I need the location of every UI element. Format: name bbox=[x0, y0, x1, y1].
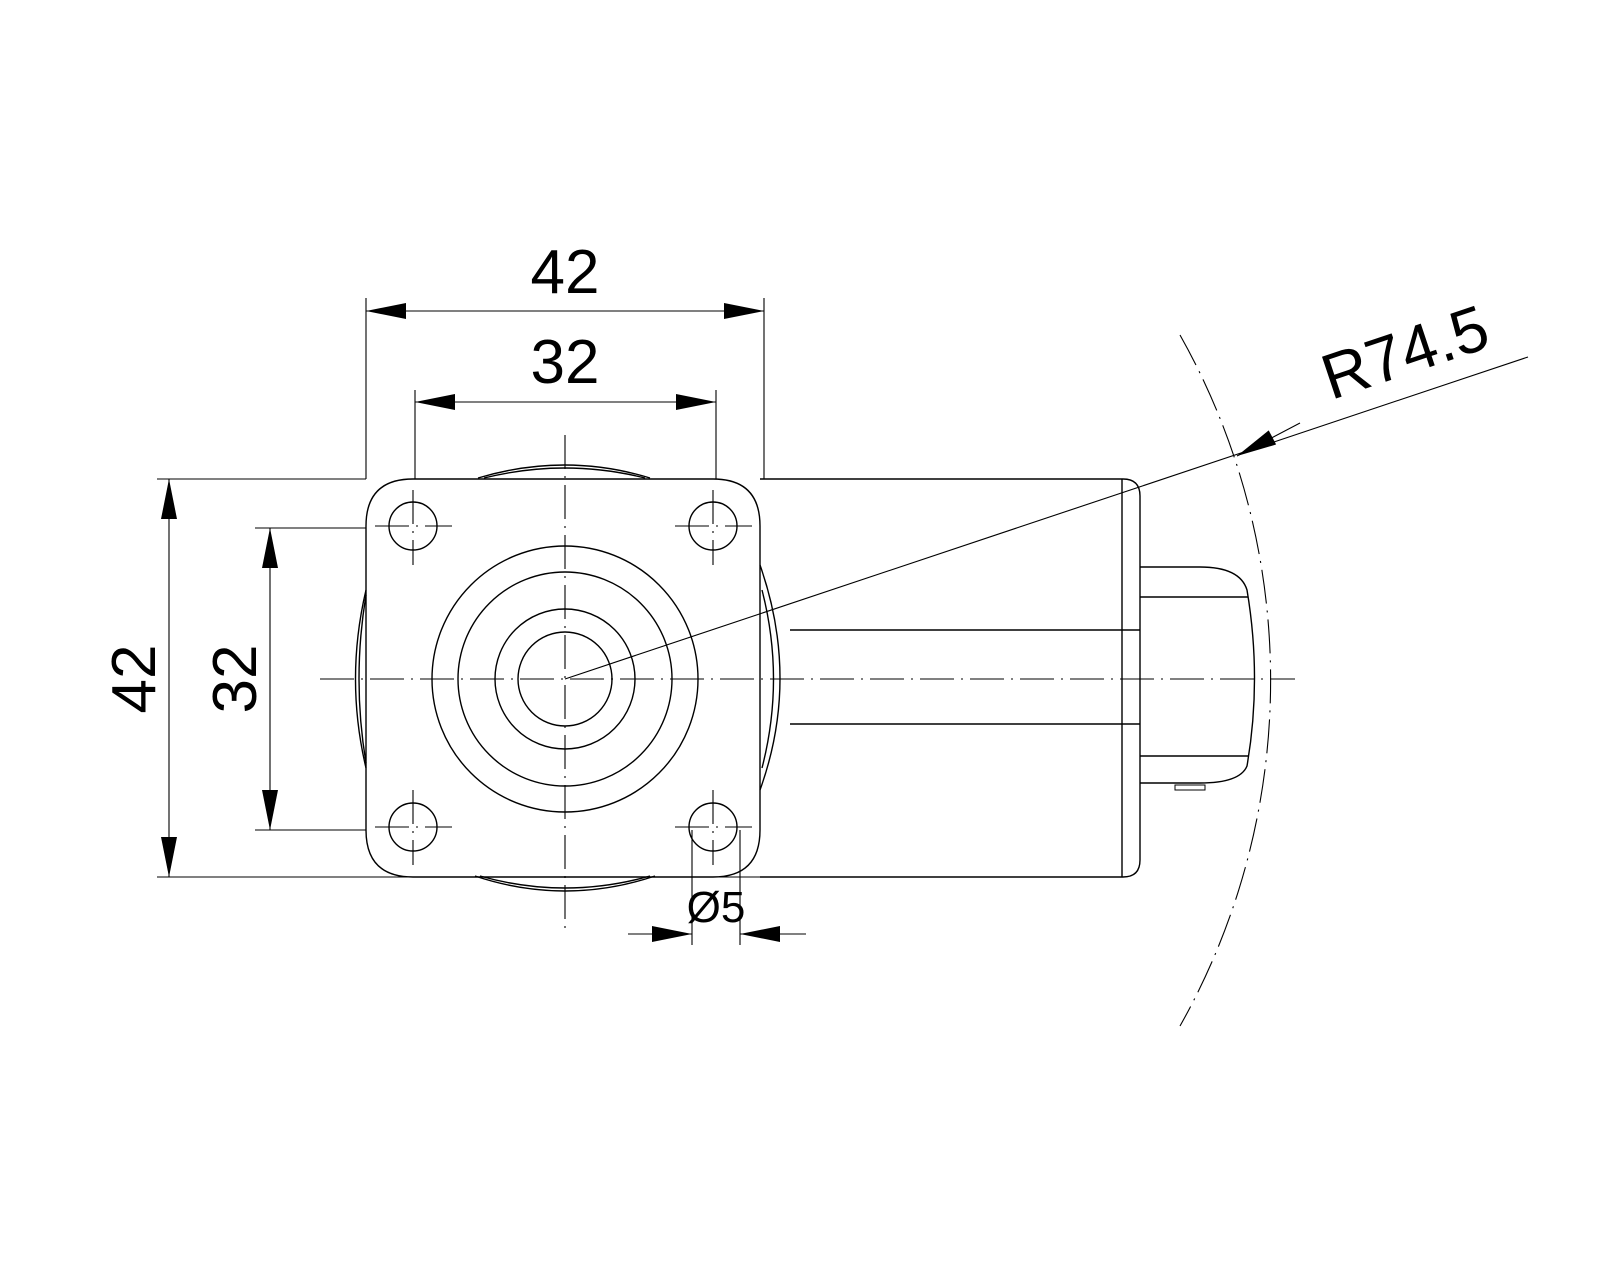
dim-hole-spacing-x: 32 bbox=[531, 328, 600, 397]
dim-plate-height: 42 bbox=[100, 645, 169, 714]
radius-leader bbox=[564, 356, 1529, 680]
dim-plate-width: 42 bbox=[531, 238, 600, 307]
fork-body bbox=[760, 478, 1141, 878]
rear-wheel bbox=[1140, 566, 1256, 784]
swivel-radius-arc bbox=[1179, 334, 1272, 1027]
dim-swivel-radius: R74.5 bbox=[1313, 291, 1498, 413]
dim-hole-diameter: Ø5 bbox=[687, 883, 746, 932]
wheel-outline bbox=[354, 464, 781, 892]
mounting-plate bbox=[365, 478, 761, 878]
extension-lines bbox=[157, 298, 765, 945]
dim-hole-spacing-y: 32 bbox=[201, 645, 270, 714]
mounting-holes bbox=[375, 490, 752, 865]
radius-arrow bbox=[1236, 422, 1301, 457]
